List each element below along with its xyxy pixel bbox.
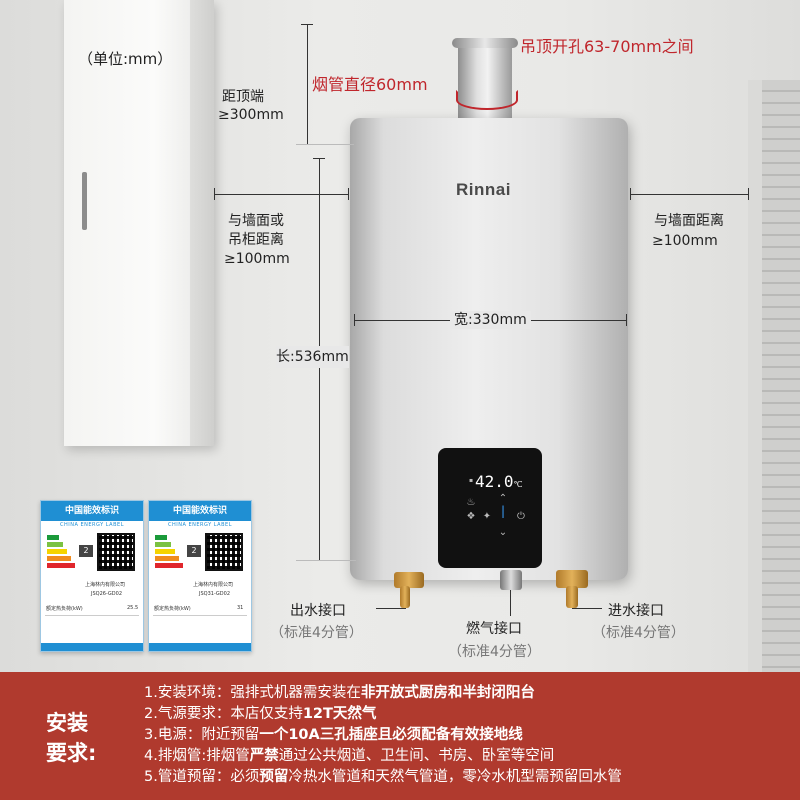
up-arrow-icon[interactable]: ⌃ (498, 493, 508, 504)
product-diagram: （单位:mm） Rinnai 42.0℃ ▪ ♨ ⌃ ❖ ✦ | ⏻ ⌄ 吊顶开… (0, 0, 800, 672)
energy-grade: 2 (79, 545, 93, 557)
water-in-label: 进水接口 (608, 603, 664, 619)
energy-label-subtitle: CHINA ENERGY LABEL (60, 522, 124, 528)
width-tick-left (354, 314, 355, 326)
temperature-unit: ℃ (513, 480, 523, 489)
qr-code-icon (97, 533, 135, 571)
left-clearance-tick-right (348, 188, 349, 200)
requirements-list: 1.安装环境：强排式机器需安装在非开放式厨房和半封闭阳台 2.气源要求：本店仅支… (144, 683, 622, 788)
top-clearance-label-l2: ≥300mm (218, 107, 284, 123)
brand-logo: Rinnai (456, 180, 511, 199)
unit-label: （单位:mm） (78, 50, 173, 68)
energy-label-1: 中国能效标识 CHINA ENERGY LABEL 2 上海林内有限公司 JSQ… (40, 500, 144, 652)
control-panel (438, 448, 542, 568)
right-wall-slats (762, 80, 800, 672)
flue-pipe (458, 42, 512, 122)
requirement-item-4: 4.排烟管:排烟管严禁通过公共烟道、卫生间、书房、卧室等空间 (144, 748, 555, 764)
eco-icon[interactable]: ✦ (482, 511, 492, 522)
top-clearance-line (307, 24, 308, 144)
gas-inlet-fitting (500, 570, 522, 590)
right-clearance-tick-right (748, 188, 749, 200)
width-label: 宽:330mm (450, 311, 531, 329)
settings-icon[interactable]: ❖ (466, 511, 476, 522)
water-in-spec: （标准4分管） (592, 625, 685, 641)
mode-icon: ▪ (468, 477, 474, 484)
water-inlet-fitting (556, 570, 588, 588)
energy-grade-bars (155, 535, 183, 570)
requirements-title-l1: 安装 (46, 711, 88, 735)
temperature-value: 42.0 (475, 472, 514, 491)
requirement-item-5: 5.管道预留：必须预留冷热水管道和天然气管道，零冷水机型需预留回水管 (144, 769, 622, 785)
right-clearance-label-l1: 与墙面距离 (654, 213, 724, 229)
length-tick-top (313, 158, 325, 159)
water-out-leader (376, 608, 406, 609)
energy-label-2: 中国能效标识 CHINA ENERGY LABEL 2 上海林内有限公司 JSQ… (148, 500, 252, 652)
right-clearance-tick-left (630, 188, 631, 200)
energy-row1-value: 25.5 (127, 605, 139, 611)
water-out-spec: （标准4分管） (270, 625, 363, 641)
cabinet-handle (82, 172, 87, 230)
energy-row1-label: 额定热负荷(kW) (46, 606, 83, 612)
qr-code-icon (205, 533, 243, 571)
power-icon[interactable]: ⏻ (517, 511, 525, 522)
right-clearance-label-l2: ≥100mm (652, 233, 718, 249)
temperature-display: 42.0℃ (475, 472, 523, 491)
flue-diameter-marker (456, 90, 518, 110)
energy-label-title: 中国能效标识 (149, 501, 251, 521)
indicator-light-icon: | (500, 504, 506, 518)
energy-label-subtitle: CHINA ENERGY LABEL (168, 522, 232, 528)
left-clearance-tick-left (214, 188, 215, 200)
length-label: 长:536mm (276, 346, 349, 368)
top-clearance-guide (296, 144, 354, 145)
water-inlet-pipe (566, 586, 578, 608)
flame-icon: ♨ (466, 497, 476, 508)
left-clearance-label-l3: ≥100mm (224, 251, 290, 267)
energy-row1-value: 31 (237, 605, 244, 611)
requirement-item-2: 2.气源要求：本店仅支持12T天然气 (144, 706, 377, 722)
top-clearance-label-l1: 距顶端 (222, 89, 264, 105)
wall-cabinet-side (190, 0, 214, 446)
left-clearance-line (214, 194, 348, 195)
gas-spec: （标准4分管） (448, 644, 541, 660)
water-in-leader (572, 608, 602, 609)
top-clearance-tick-top (301, 24, 313, 25)
energy-row1-label: 额定热负荷(kW) (154, 606, 191, 612)
width-tick-right (626, 314, 627, 326)
energy-grade-bars (47, 535, 75, 570)
ceiling-hole-label: 吊顶开孔63-70mm之间 (520, 37, 694, 56)
requirements-title: 安装 要求: (46, 708, 116, 768)
flue-pipe-cap (452, 38, 518, 48)
energy-maker: 上海林内有限公司 (85, 582, 126, 588)
gas-label: 燃气接口 (466, 621, 522, 637)
requirement-item-3: 3.电源：附近预留一个10A三孔插座且必须配备有效接地线 (144, 727, 523, 743)
left-clearance-label-l1: 与墙面或 (228, 213, 284, 229)
water-outlet-fitting (394, 572, 424, 588)
length-guide (296, 560, 356, 561)
gas-leader (510, 590, 511, 616)
energy-maker: 上海林内有限公司 (193, 582, 234, 588)
energy-grade: 2 (187, 545, 201, 557)
wall-cabinet (64, 0, 214, 446)
flue-diameter-label: 烟管直径60mm (312, 75, 428, 94)
right-clearance-line (630, 194, 748, 195)
water-out-label: 出水接口 (290, 603, 346, 619)
left-clearance-label-l2: 吊柜距离 (228, 232, 284, 248)
energy-model: JSQ26-GD02 (91, 591, 123, 597)
energy-label-title: 中国能效标识 (41, 501, 143, 521)
requirements-banner (0, 672, 800, 800)
requirements-title-l2: 要求: (46, 741, 97, 765)
water-outlet-pipe (400, 586, 410, 608)
requirement-item-1: 1.安装环境：强排式机器需安装在非开放式厨房和半封闭阳台 (144, 685, 535, 701)
down-arrow-icon[interactable]: ⌄ (498, 527, 508, 538)
energy-model: JSQ31-GD02 (199, 591, 231, 597)
